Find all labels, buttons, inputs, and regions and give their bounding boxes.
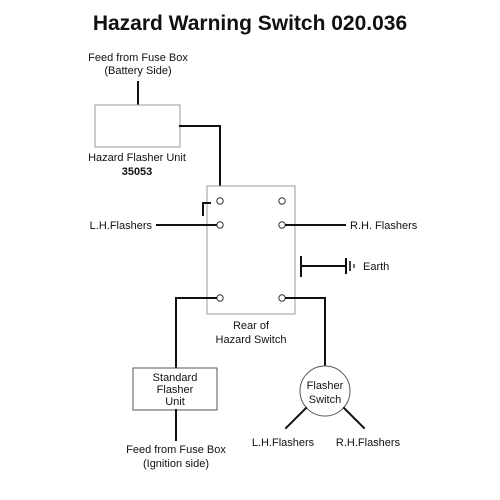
wire-flasher-switch-lh — [284, 406, 308, 430]
feed-ignition-label-line2: (Ignition side) — [143, 458, 209, 470]
lh-flashers-label: L.H.Flashers — [90, 220, 153, 232]
flasher-switch-label-line1: Flasher — [307, 380, 344, 392]
switch-terminal-bottom-left — [216, 294, 224, 302]
hazard-switch-label-line1: Rear of — [233, 320, 270, 332]
diagram-title: Hazard Warning Switch 020.036 — [93, 12, 407, 35]
hazard-switch-box — [206, 185, 296, 315]
standard-flasher-unit-line2: Flasher — [157, 384, 194, 396]
wire-flasher-switch-rh — [342, 406, 366, 430]
standard-flasher-unit-line3: Unit — [165, 396, 185, 408]
hazard-switch-label-line2: Hazard Switch — [216, 334, 287, 346]
hazard-flasher-unit-part-number: 35053 — [122, 166, 153, 178]
standard-flasher-unit-box — [132, 367, 218, 411]
hazard-flasher-unit-label: Hazard Flasher Unit — [88, 152, 186, 164]
feed-ignition-label-line1: Feed from Fuse Box — [126, 444, 226, 456]
feed-battery-label-line1: Feed from Fuse Box — [88, 52, 188, 64]
rh-flashers-label: R.H. Flashers — [350, 220, 418, 232]
wire-switch-to-flasher-switch — [285, 297, 326, 366]
switch-terminal-top-right — [278, 197, 286, 205]
wire-flasher-unit-to-switch — [179, 125, 221, 199]
standard-flasher-unit-line1: Standard — [153, 372, 198, 384]
wire-switch-to-standard-flasher — [175, 297, 217, 369]
wire-switch-bracket — [202, 202, 211, 216]
earth-icon — [345, 258, 355, 274]
flasher-switch-label-line2: Switch — [309, 394, 341, 406]
switch-terminal-top-left — [216, 197, 224, 205]
hazard-flasher-unit-box — [94, 104, 181, 148]
switch-terminal-mid-right — [278, 221, 286, 229]
earth-label: Earth — [363, 261, 389, 273]
flasher-switch-circle — [299, 365, 351, 417]
switch-terminal-mid-left — [216, 221, 224, 229]
flasher-switch-rh-label: R.H.Flashers — [336, 437, 401, 449]
flasher-switch-lh-label: L.H.Flashers — [252, 437, 315, 449]
feed-battery-label-line2: (Battery Side) — [104, 65, 171, 77]
switch-terminal-bottom-right — [278, 294, 286, 302]
